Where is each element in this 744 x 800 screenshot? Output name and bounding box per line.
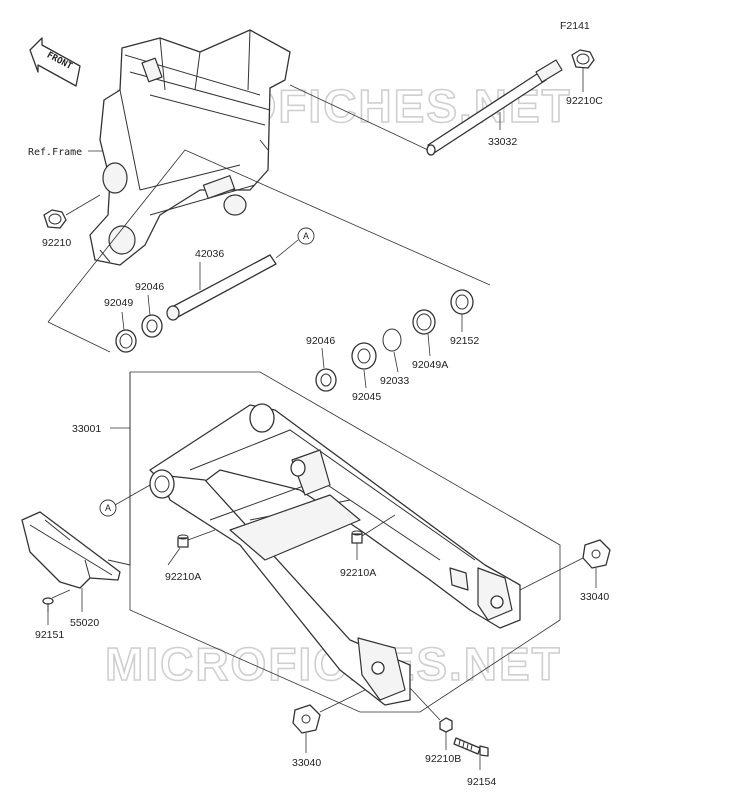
label-33032: 33032: [488, 136, 517, 148]
label-92046-mid: 92046: [306, 335, 335, 347]
label-92046-top: 92046: [135, 281, 164, 293]
nut-92210a-right-icon: [351, 530, 363, 544]
svg-text:A: A: [303, 231, 309, 241]
swingarm-33001-drawing: [149, 403, 521, 706]
bearing-92046-mid-icon: [315, 368, 337, 392]
seal-92049-icon: [115, 329, 137, 353]
front-arrow-icon: FRONT: [29, 37, 81, 87]
label-92210b: 92210B: [425, 753, 461, 765]
circlip-92033-icon: [382, 328, 402, 352]
adjuster-33040-bottom-icon: [292, 704, 321, 734]
label-92210: 92210: [42, 237, 71, 249]
label-33040-right: 33040: [580, 591, 609, 603]
label-92210a-left: 92210A: [165, 571, 201, 583]
label-92049: 92049: [104, 297, 133, 309]
collar-42036-icon: [166, 254, 277, 321]
label-92210c: 92210C: [566, 95, 603, 107]
ref-frame-label: Ref.Frame: [28, 147, 82, 158]
label-92033: 92033: [380, 375, 409, 387]
label-92151: 92151: [35, 629, 64, 641]
cap-92152-icon: [450, 289, 474, 315]
bearing-92046-top-icon: [141, 314, 163, 338]
label-92152: 92152: [450, 335, 479, 347]
adjuster-33040-right-icon: [582, 539, 611, 569]
figure-id: F2141: [560, 20, 590, 32]
label-33040-bottom: 33040: [292, 757, 321, 769]
frame-drawing: [89, 29, 291, 266]
bolt-92151-icon: [42, 597, 54, 612]
bolt-92154-icon: [453, 737, 489, 757]
label-92210a-right: 92210A: [340, 567, 376, 579]
label-92154: 92154: [467, 776, 496, 788]
pivot-shaft-33032-icon: [426, 59, 563, 156]
seal-92049a-icon: [412, 309, 436, 335]
svg-text:A: A: [105, 503, 111, 513]
label-42036: 42036: [195, 248, 224, 260]
chain-guard-55020-icon: [21, 372, 131, 589]
callout-a-bottom: A: [99, 499, 117, 517]
bearing-92045-icon: [351, 342, 377, 370]
label-92049a: 92049A: [412, 359, 448, 371]
label-33001: 33001: [72, 423, 101, 435]
nut-92210a-left-icon: [177, 534, 189, 548]
nut-92210b-icon: [439, 717, 453, 733]
label-92045: 92045: [352, 391, 381, 403]
callout-a-top: A: [297, 227, 315, 245]
label-55020: 55020: [70, 617, 99, 629]
nut-92210c-icon: [571, 49, 595, 69]
nut-92210-icon: [43, 209, 67, 229]
